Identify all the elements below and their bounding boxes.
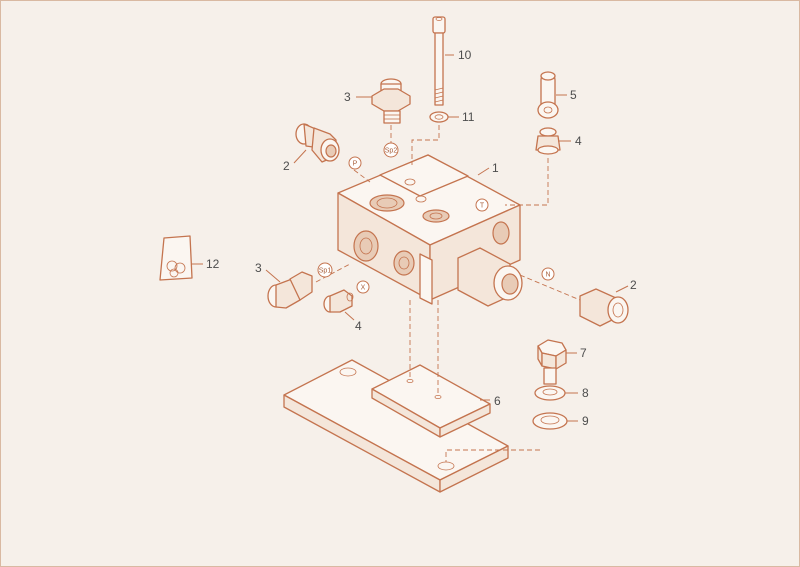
bolt-10 <box>432 16 446 106</box>
svg-text:P: P <box>353 161 358 168</box>
fitting-2-left <box>295 123 340 163</box>
svg-text:N: N <box>545 272 550 279</box>
svg-text:11: 11 <box>462 110 475 124</box>
fitting-2-right <box>579 288 629 327</box>
svg-text:4: 4 <box>355 319 362 333</box>
svg-text:10: 10 <box>458 48 472 62</box>
sub-plate <box>371 364 491 438</box>
svg-text:1: 1 <box>492 161 499 175</box>
callout-6: 6 <box>480 394 501 408</box>
svg-text:12: 12 <box>206 257 220 271</box>
svg-text:3: 3 <box>344 90 351 104</box>
callout-11: 11 <box>448 110 475 124</box>
callout-4-left: 4 <box>344 311 362 333</box>
fitting-4-left <box>323 289 354 313</box>
washer-11 <box>429 111 449 123</box>
callout-3-left: 3 <box>255 261 281 283</box>
svg-text:X: X <box>361 285 366 292</box>
svg-text:T: T <box>480 203 485 210</box>
svg-text:3: 3 <box>255 261 262 275</box>
svg-text:2: 2 <box>630 278 637 292</box>
svg-text:4: 4 <box>575 134 582 148</box>
washer-8 <box>534 385 566 401</box>
assembly-lines <box>315 125 581 462</box>
port-label-p: P <box>348 156 362 170</box>
callout-3-top: 3 <box>344 90 372 104</box>
svg-text:5: 5 <box>570 88 577 102</box>
fitting-3-top <box>371 78 411 124</box>
callout-12: 12 <box>192 257 220 271</box>
callout-1: 1 <box>477 161 499 176</box>
svg-text:8: 8 <box>582 386 589 400</box>
svg-text:2: 2 <box>283 159 290 173</box>
svg-text:6: 6 <box>494 394 501 408</box>
callout-7: 7 <box>566 346 587 360</box>
svg-text:9: 9 <box>582 414 589 428</box>
callout-8: 8 <box>565 386 589 400</box>
port-label-t: T <box>475 198 489 212</box>
bolt-7 <box>537 339 567 385</box>
port-label-sp2: Sp2 <box>383 142 399 158</box>
callout-4-right: 4 <box>558 134 582 148</box>
svg-text:Sp2: Sp2 <box>385 148 398 155</box>
callout-10: 10 <box>445 48 472 62</box>
svg-text:Sp1: Sp1 <box>319 268 332 275</box>
callout-5: 5 <box>556 88 577 102</box>
washer-9 <box>532 412 568 430</box>
block-nut <box>457 247 523 307</box>
port-label-n: N <box>541 267 555 281</box>
seal-kit-bag <box>159 235 193 281</box>
fitting-3-left <box>267 271 313 309</box>
callout-2-right: 2 <box>615 278 637 293</box>
callout-9: 9 <box>567 414 589 428</box>
callout-2-left: 2 <box>283 149 307 173</box>
banjo-fitting-5 <box>537 71 559 119</box>
svg-text:7: 7 <box>580 346 587 360</box>
port-label-sp1: Sp1 <box>317 262 333 278</box>
fitting-4-right <box>535 127 561 155</box>
port-label-x: X <box>356 280 370 294</box>
